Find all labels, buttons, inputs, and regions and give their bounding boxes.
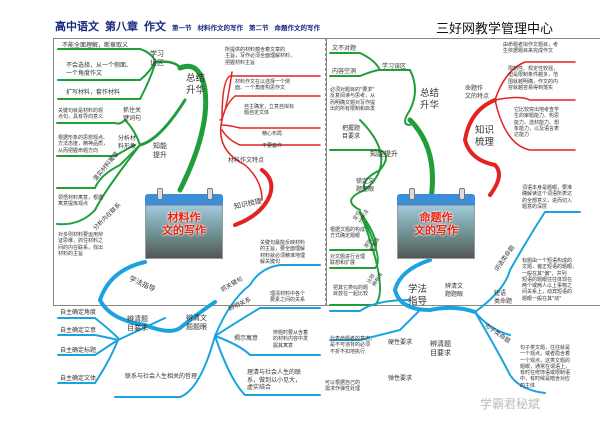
left-eye-3-label: 揭示寓意 [234, 335, 259, 342]
right-eye-method-label: 辨清文 题题眼 [445, 283, 464, 298]
right-grasp-label: 把握题 目要求 [342, 125, 361, 140]
right-summary-label: 总结 升华 [420, 88, 440, 111]
left-panel [53, 38, 327, 306]
right-eye-m1-desc: 词语本身是题眼，要准 确解读这个词语所表达 的全部意义，进而切入 题意的深层 [522, 185, 573, 210]
right-center-topic: 命题作 文的写作 [397, 188, 475, 260]
left-eye-3-desc: 辨题时要从含蓄 的材料内容中发 掘其寓意 [273, 330, 309, 349]
left-skill-3-desc: 领悟材料寓意，根据 寓意提炼观点 [58, 195, 104, 208]
right-knowledge-label: 知识 梳理 [475, 125, 495, 148]
right-skills-label: 知能提升 [370, 150, 398, 158]
chapter: 第八章 [105, 20, 138, 33]
right-req-2-desc: 可以根据自己的 需求作弹性处理 [325, 380, 361, 393]
right-req-1-label: 硬性要求 [388, 339, 413, 346]
left-mistake-2: 不会选择，从一个侧面、 一个角度作文 [66, 62, 133, 77]
left-skill-1-desc: 关键句就是材料的观 点句，具有导向意义 [58, 108, 104, 121]
left-eye-1-desc: 关键句最能反映材料 的主旨，要全面理解 材料就必须精准地理 解关键句 [260, 240, 306, 265]
left-feature-3: 自主确定，立意自拟标 题自定文体 [244, 104, 295, 117]
panel-divider [325, 38, 326, 306]
section1-title: 材料作文的写作 [197, 24, 244, 32]
right-method-label: 学法 指导 [408, 284, 428, 307]
left-req-2: 自主确定立意 [60, 327, 97, 334]
left-center-label: 材料作 文的写作 [162, 211, 206, 238]
right-eye-m2-desc: 标题由一个短语构成的 文题，偏正短语的题眼， 一般在其"偏"，并列 短语的题眼往… [522, 258, 578, 302]
right-grasp-desc: 必须对题目的"要求" 反复阅读与思考，从 而明确文题对写作提 出的所有限制和启发 [330, 87, 376, 112]
left-mistake-3: 扩写材料，套作材料 [66, 89, 121, 96]
calendar-ring-icon [157, 188, 163, 200]
calendar-top [397, 194, 475, 206]
unit: 作文 [144, 20, 166, 33]
right-req-1-desc: 代表命题者的意志， 是不可违背的必须 不折不扣地执行 [330, 336, 376, 355]
left-feature-5: 不要套作 [262, 143, 283, 149]
calendar-top [145, 194, 223, 206]
left-req-label: 辨清题 目要求 [127, 315, 148, 332]
left-req-4: 自主确定文体 [60, 375, 97, 382]
left-mistakes-label: 学习 误区 [150, 50, 164, 67]
watermark: 学霸君秘斌 [480, 397, 541, 411]
right-panel [326, 38, 600, 306]
right-feature-1: 由命题者拟作文题目，考 生依据题目来完成作文 [503, 42, 559, 55]
right-req-label: 辨清题 目要求 [430, 340, 451, 357]
right-feature-2: 限制性、规定性较强， 但是限制条件越多，范 围就越明确，作文的内 容就越容易得到… [508, 66, 559, 91]
right-eye-1-desc: 根据文题的构成 方式确定题眼 [330, 227, 366, 240]
left-feature-2: 材料作文在以选择一个侧 面、一个角度构思作文 [235, 79, 291, 92]
left-features-label: 材料作文特点 [228, 157, 265, 164]
subject: 高中语文 [55, 20, 99, 33]
section2-title: 命题作文的写作 [274, 24, 321, 32]
left-eye-4-desc: 理清与社会人生的联 系，做到以小见大， 虚实结合 [247, 369, 302, 391]
left-req-3: 自主确定标题 [60, 347, 97, 354]
right-eye-2-desc: 对文题进行合理 联想和扩展 [330, 254, 366, 267]
left-summary-label: 总结 升华 [186, 73, 206, 96]
left-skill-4-desc: 对多则材料要运用辩 证思维，抓住材料之 间的内在联系，找出 材料的主旨 [58, 232, 104, 257]
left-eye-label: 辨清文 题题眼 [186, 314, 207, 331]
right-eye-m2-label: 短语 类命题 [494, 290, 513, 305]
right-eye-m3-desc: 句子类文题，往往就是 一个观点，或者隐含着 一个观点，这类文题的 题眼，通常在谓… [520, 345, 571, 389]
calendar-ring-icon [459, 188, 465, 200]
left-feature-1: 所提供的材料蕴含着文章的 主旨，写作必须全面理解材料， 把握材料主旨 [225, 47, 296, 66]
left-skill-2-label: 分析材 料形象 [118, 135, 137, 150]
section1-no: 第一节 [172, 24, 192, 32]
left-eye-2-desc: 理清材料中各个 要素之间的关系 [270, 291, 306, 304]
left-skills-label: 知能 提升 [153, 142, 167, 159]
right-feature-3: 它比较突出地考查学 生的审题能力、构思 能力、选材能力、想 象能力，以及语言表 … [514, 107, 560, 138]
publisher: 三好网教学管理中心 [436, 22, 554, 37]
right-mistakes-label: 学习误区 [382, 63, 407, 70]
right-eye-3-desc: 把其它类似的题 目放在一起比较 [333, 285, 369, 298]
calendar-ring-icon [207, 188, 213, 200]
right-eye-label: 锁定文 题题眼 [356, 178, 375, 193]
calendar-ring-icon [409, 188, 415, 200]
left-philosophy: 联系与社会人生相关的哲理 [125, 373, 198, 380]
right-center-label: 命题作 文的写作 [414, 211, 458, 238]
section2-no: 第二节 [249, 24, 269, 32]
left-req-1: 自主确定角度 [60, 309, 97, 316]
topic-image [145, 205, 223, 259]
right-req-2-label: 弹性要求 [388, 375, 413, 382]
left-feature-4: 精心布局 [262, 131, 283, 137]
right-features-label: 命题作 文的特点 [465, 85, 490, 100]
topic-image [397, 205, 475, 259]
left-skill-2-desc: 根据形象的思想观点、 方法态度，精神品质， 从而把握命题方向 [58, 135, 109, 154]
left-skill-1-label: 抓住关 键词句 [123, 107, 142, 122]
header-title: 高中语文 第八章 作文 第一节 材料作文的写作 第二节 命题作文的写作 [55, 18, 320, 36]
left-mistake-1: 不能全面理解，断章取义 [62, 42, 129, 49]
left-center-topic: 材料作 文的写作 [145, 188, 223, 260]
right-mistake-1: 文不对题 [332, 45, 357, 52]
right-mistake-2: 内容空洞 [332, 68, 357, 75]
